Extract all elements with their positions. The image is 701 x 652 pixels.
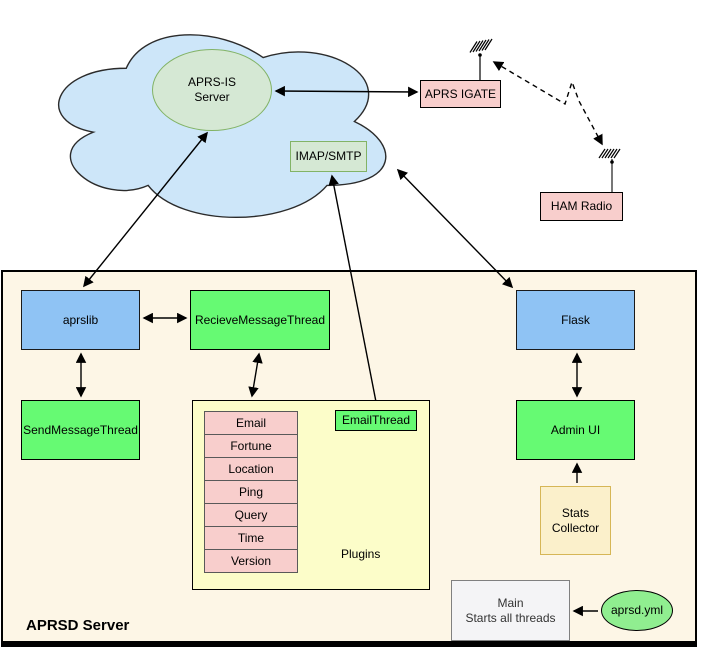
- recieve-message-thread-label: RecieveMessageThread: [194, 312, 326, 327]
- flask-label: Flask: [561, 312, 590, 327]
- stats-collector-label-line1: Stats: [561, 505, 590, 520]
- plugin-row: Time: [204, 526, 298, 550]
- aprslib-node: aprslib: [21, 290, 140, 350]
- admin-ui-label: Admin UI: [550, 422, 601, 437]
- main-node: Main Starts all threads: [451, 580, 570, 641]
- main-label-line2: Starts all threads: [465, 610, 556, 625]
- admin-ui-node: Admin UI: [516, 400, 635, 460]
- plugin-row: Ping: [204, 480, 298, 504]
- aprs-igate-node: APRS IGATE: [420, 80, 501, 108]
- email-thread-label: EmailThread: [341, 413, 411, 427]
- connector-aprsis-igate: [274, 85, 419, 98]
- aprs-is-server-node: APRS-IS Server: [152, 49, 272, 131]
- aprsd-yml-node: aprsd.yml: [601, 590, 673, 631]
- aprs-igate-label: APRS IGATE: [424, 86, 497, 101]
- ham-radio-label: HAM Radio: [550, 199, 613, 213]
- igate-antenna-icon: [469, 38, 493, 80]
- plugin-row: Version: [204, 549, 298, 573]
- send-message-thread-label: SendMessageThread: [23, 422, 138, 437]
- aprsd-server-label: APRSD Server: [26, 617, 130, 634]
- aprsd-yml-label: aprsd.yml: [610, 603, 663, 617]
- connector-aprsis-aprslib: [83, 131, 208, 288]
- aprs-is-label-line1: APRS-IS: [187, 75, 236, 89]
- imap-smtp-node: IMAP/SMTP: [290, 141, 367, 172]
- plugin-row: Location: [204, 457, 298, 481]
- send-message-thread-node: SendMessageThread: [21, 400, 140, 460]
- imap-smtp-label: IMAP/SMTP: [295, 149, 362, 163]
- plugin-row: Query: [204, 503, 298, 527]
- ham-antenna-icon: [598, 148, 621, 192]
- aprs-is-label-line2: Server: [194, 90, 230, 104]
- flask-node: Flask: [516, 290, 635, 350]
- main-label-line1: Main: [497, 595, 524, 610]
- recieve-message-thread-node: RecieveMessageThread: [190, 290, 330, 350]
- stats-collector-node: Stats Collector: [540, 486, 611, 555]
- radio-link-dashed-arrow: [492, 61, 603, 146]
- plugin-row: Email: [204, 411, 298, 435]
- plugins-group-label: Plugins: [341, 547, 381, 561]
- stats-collector-label-line2: Collector: [551, 520, 600, 535]
- plugin-row: Fortune: [204, 434, 298, 458]
- email-thread-node: EmailThread: [335, 410, 417, 431]
- ham-radio-node: HAM Radio: [540, 192, 623, 221]
- aprslib-label: aprslib: [62, 312, 99, 327]
